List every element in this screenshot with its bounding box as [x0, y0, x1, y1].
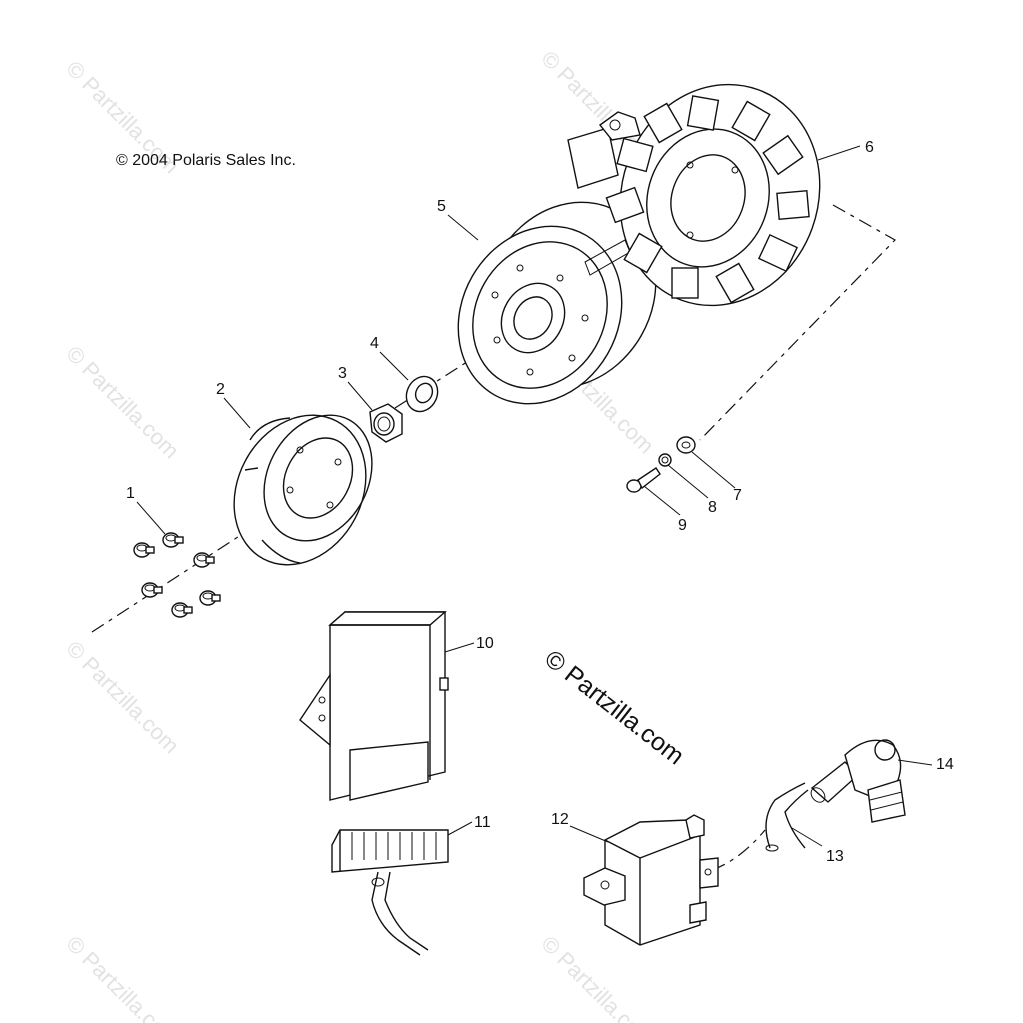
callout-5: 5 — [437, 198, 446, 215]
part-13-spark-plug-wire — [765, 782, 809, 852]
watermarks: © Partzilla.com © Partzilla.com © Partzi… — [61, 46, 659, 1023]
part-11-connector — [331, 829, 449, 956]
callout-14: 14 — [936, 756, 954, 773]
part-3-nut — [369, 403, 403, 443]
part-7-washer — [676, 436, 696, 454]
part-14-spark-plug-cap — [810, 739, 906, 823]
callout-2: 2 — [216, 381, 225, 398]
callout-8: 8 — [708, 499, 717, 516]
part-1-bolts — [133, 532, 221, 618]
callout-12: 12 — [551, 811, 569, 828]
part-10-cdi-module — [299, 611, 449, 801]
callout-labels: 1 2 3 4 5 6 7 8 9 10 11 12 13 14 — [126, 139, 954, 865]
part-5-flywheel — [457, 201, 657, 405]
part-8-lock-washer — [658, 453, 672, 467]
watermark: © Partzilla.com — [61, 636, 184, 759]
leader-lines — [136, 145, 933, 847]
watermark-center: © Partzilla.com — [539, 645, 689, 771]
callout-3: 3 — [338, 365, 347, 382]
callout-11: 11 — [474, 814, 491, 831]
callout-13: 13 — [826, 848, 844, 865]
part-12-ignition-coil — [583, 814, 719, 946]
watermark: © Partzilla.com — [61, 931, 184, 1023]
part-6-stator — [567, 83, 821, 307]
copyright-notice: © 2004 Polaris Sales Inc. — [116, 152, 296, 169]
part-9-screw — [626, 467, 661, 493]
callout-9: 9 — [678, 517, 687, 534]
callout-10: 10 — [476, 635, 494, 652]
callout-6: 6 — [865, 139, 874, 156]
callout-4: 4 — [370, 335, 379, 352]
callout-7: 7 — [733, 487, 742, 504]
watermark: © Partzilla.com — [61, 341, 184, 464]
part-2-starter-cup — [233, 414, 373, 566]
part-4-washer — [405, 375, 439, 413]
callout-1: 1 — [126, 485, 135, 502]
